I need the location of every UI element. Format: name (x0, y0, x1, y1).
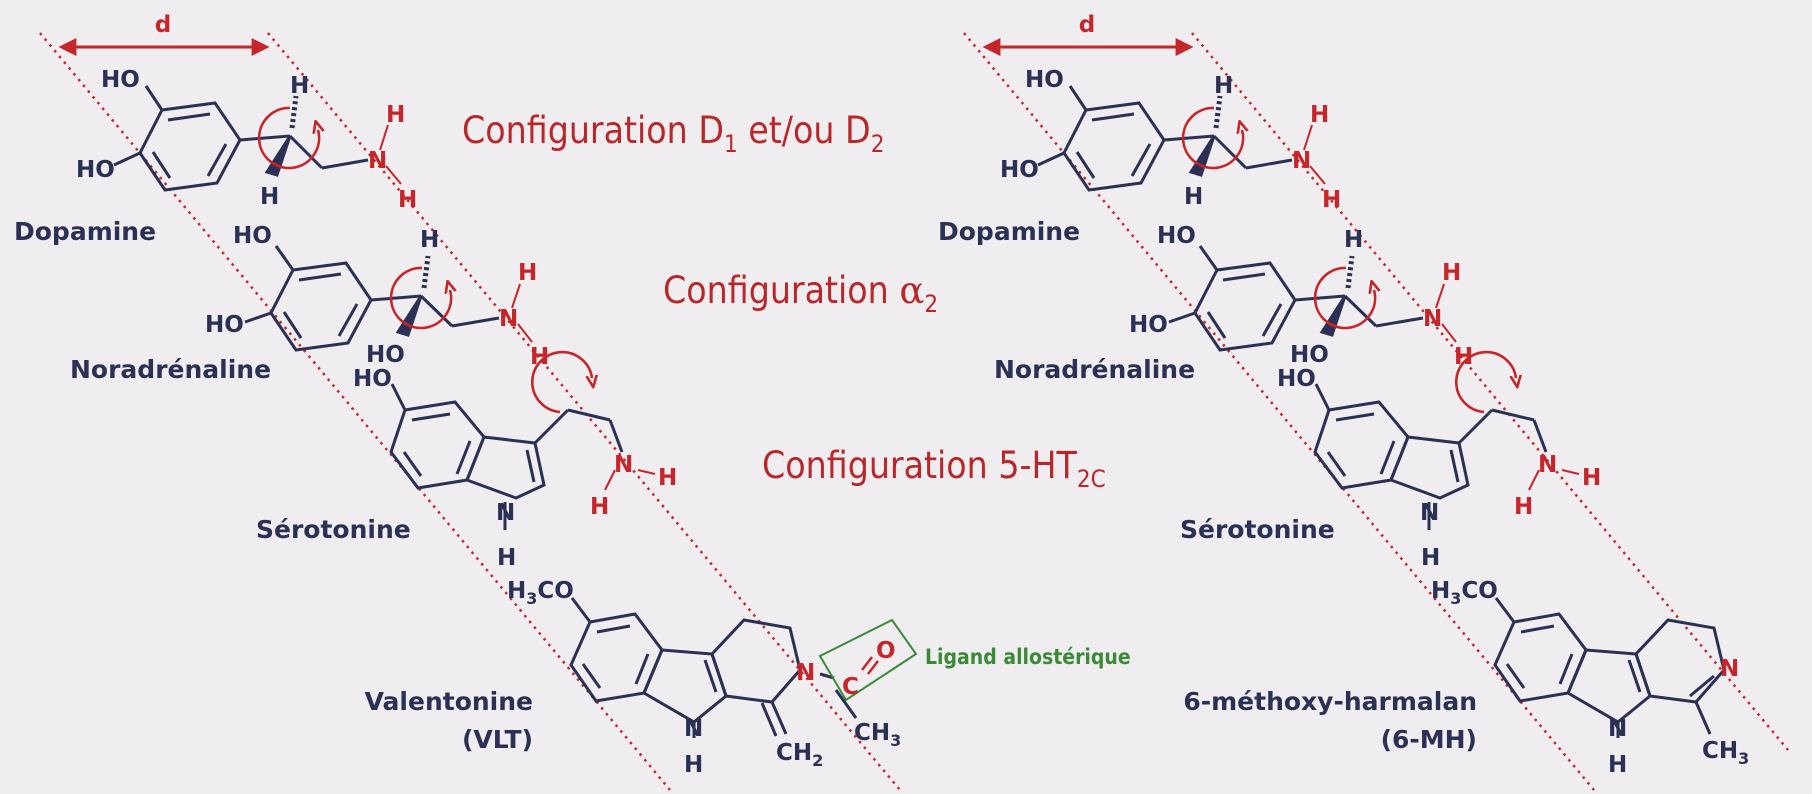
atom-label: CH2 (776, 740, 823, 770)
atom-label: H (518, 260, 537, 286)
atom-label: N (1720, 656, 1739, 682)
atom-label: N (1608, 716, 1627, 742)
atom-label: HO (205, 312, 244, 338)
atom-label: H (497, 545, 516, 571)
noradrenaline-atoms: HO HO H HO N H H (1129, 223, 1473, 370)
atom-label: H (1514, 494, 1533, 520)
guide-line-right (1191, 32, 1789, 751)
atom-label: HO (1157, 223, 1196, 249)
atom-label: N (684, 716, 703, 742)
config-label-5ht2c: Configuration 5-HT2C (762, 444, 1106, 493)
molecule-name-valentonine: Valentonine (365, 687, 533, 716)
atom-label: H (420, 227, 439, 253)
molecule-name-noradrenaline: Noradrénaline (994, 355, 1195, 384)
atom-label: H (398, 187, 417, 213)
atom-label: H (1310, 102, 1329, 128)
config-label-alpha2: Configuration α2 (663, 269, 938, 318)
valentonine-structure (569, 597, 918, 738)
noradrenaline-atoms: HO HO H HO N H H (205, 223, 549, 370)
molecule-name-noradrenaline: Noradrénaline (70, 355, 271, 384)
atom-label: H (1582, 465, 1601, 491)
atom-label: HO (353, 366, 392, 392)
atom-label: HO (233, 223, 272, 249)
atom-label: HO (1129, 312, 1168, 338)
atom-label: H (530, 344, 549, 370)
atom-label: H (1184, 184, 1203, 210)
serotonine-atoms: HO N H N H H (353, 366, 677, 571)
atom-label: N (1420, 500, 1439, 526)
atom-label: H (1608, 752, 1627, 778)
molecule-name-serotonine: Sérotonine (256, 515, 411, 544)
atom-label: N (496, 500, 515, 526)
atom-label: H3CO (1431, 578, 1498, 608)
atom-label: N (1538, 452, 1557, 478)
atom-label: N (796, 660, 815, 686)
atom-label: H (658, 465, 677, 491)
dopamine-structure (113, 85, 402, 192)
atom-label: H (1421, 545, 1440, 571)
atom-label: HO (1025, 67, 1064, 93)
atom-label: H (1454, 344, 1473, 370)
noradrenaline-structure (1168, 245, 1457, 352)
atom-label: N (368, 148, 387, 174)
distance-label: d (1079, 12, 1095, 38)
left-panel: d HO HO H H N H H (14, 12, 1131, 791)
atom-label: HO (366, 342, 405, 368)
dopamine-atoms: HO HO H H N H H (1000, 67, 1341, 213)
atom-label: N (614, 452, 633, 478)
serotonine-atoms: HO N H N H H (1277, 366, 1601, 571)
atom-label: H (260, 184, 279, 210)
noradrenaline-structure (244, 245, 533, 352)
atom-label: H (684, 752, 703, 778)
atom-label: CH3 (1702, 738, 1749, 768)
serotonine-structure (389, 350, 656, 530)
atom-label: H (1442, 260, 1461, 286)
distance-indicator: d (58, 12, 270, 56)
atom-label: N (1423, 306, 1442, 332)
atom-label: HO (101, 67, 140, 93)
distance-label: d (155, 12, 171, 38)
ligand-label: Ligand allostérique (925, 645, 1131, 669)
harmalan-atoms: H3CO N H N CH3 (1431, 578, 1749, 778)
atom-label: H (1322, 187, 1341, 213)
right-panel: d HO HO (938, 12, 1789, 791)
dopamine-structure (1037, 85, 1326, 192)
atom-label: H (1344, 227, 1363, 253)
atom-label: H3CO (507, 578, 574, 608)
harmalan-structure (1493, 597, 1726, 738)
atom-label: HO (1277, 366, 1316, 392)
atom-label: C (842, 674, 859, 700)
atom-label: H (386, 102, 405, 128)
atom-label: CH3 (854, 720, 901, 750)
atom-label: H (590, 494, 609, 520)
atom-label: O (876, 638, 896, 664)
serotonine-structure (1313, 350, 1580, 530)
atom-label: HO (1290, 342, 1329, 368)
molecule-abbr-valentonine: (VLT) (462, 725, 533, 754)
atom-label: HO (1000, 157, 1039, 183)
atom-label: HO (76, 157, 115, 183)
atom-label: N (1292, 148, 1311, 174)
molecule-abbr-harmalan: (6-MH) (1381, 725, 1477, 754)
molecule-name-dopamine: Dopamine (14, 217, 156, 246)
dopamine-atoms: HO HO H H N H H (76, 67, 417, 213)
molecule-name-dopamine: Dopamine (938, 217, 1080, 246)
config-label-d1-d2: Configuration D1 et/ou D2 (462, 109, 884, 158)
atom-label: N (499, 306, 518, 332)
atom-label: H (290, 73, 309, 99)
atom-label: H (1214, 73, 1233, 99)
molecule-name-serotonine: Sérotonine (1180, 515, 1335, 544)
valentonine-atoms: H3CO N H N C O CH2 CH3 (507, 578, 901, 778)
distance-indicator: d (982, 12, 1194, 56)
molecule-name-harmalan: 6-méthoxy-harmalan (1183, 687, 1477, 716)
